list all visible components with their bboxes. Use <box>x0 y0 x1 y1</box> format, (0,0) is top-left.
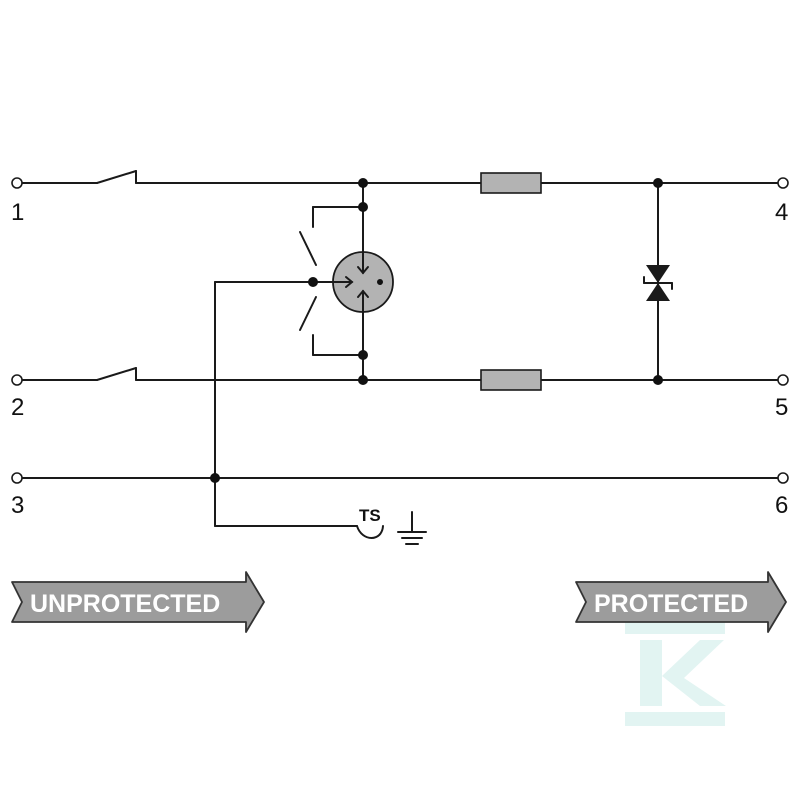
switch-icon <box>299 296 317 331</box>
switch-icon <box>96 170 137 184</box>
terminal-label-3: 3 <box>11 492 24 519</box>
terminal-circles <box>11 177 789 484</box>
terminal-label-6: 6 <box>775 492 788 519</box>
junction-dots <box>210 178 663 483</box>
k-logo-watermark-icon <box>625 620 726 726</box>
unprotected-label: UNPROTECTED <box>30 590 220 618</box>
switch-icon <box>96 367 137 381</box>
resistor-icon <box>480 172 542 194</box>
gdt-branch-wires <box>214 182 364 527</box>
thermal-switch-label: TS <box>359 506 381 525</box>
switch-icon <box>299 231 317 266</box>
bidirectional-diode-icon <box>643 182 673 381</box>
terminal-label-2: 2 <box>11 394 24 421</box>
thermal-switch-contact-icon <box>356 525 384 539</box>
protected-arrow: PROTECTED <box>575 571 787 633</box>
line-1-wire <box>21 170 779 184</box>
gas-discharge-tube-icon <box>332 251 394 313</box>
line-2-wire <box>21 367 779 381</box>
terminal-label-1: 1 <box>11 199 24 226</box>
ground-icon <box>397 511 427 545</box>
protected-label: PROTECTED <box>594 590 748 618</box>
unprotected-arrow: UNPROTECTED <box>11 571 265 633</box>
terminal-label-5: 5 <box>775 394 788 421</box>
resistor-icon <box>480 369 542 391</box>
terminal-label-4: 4 <box>775 199 788 226</box>
